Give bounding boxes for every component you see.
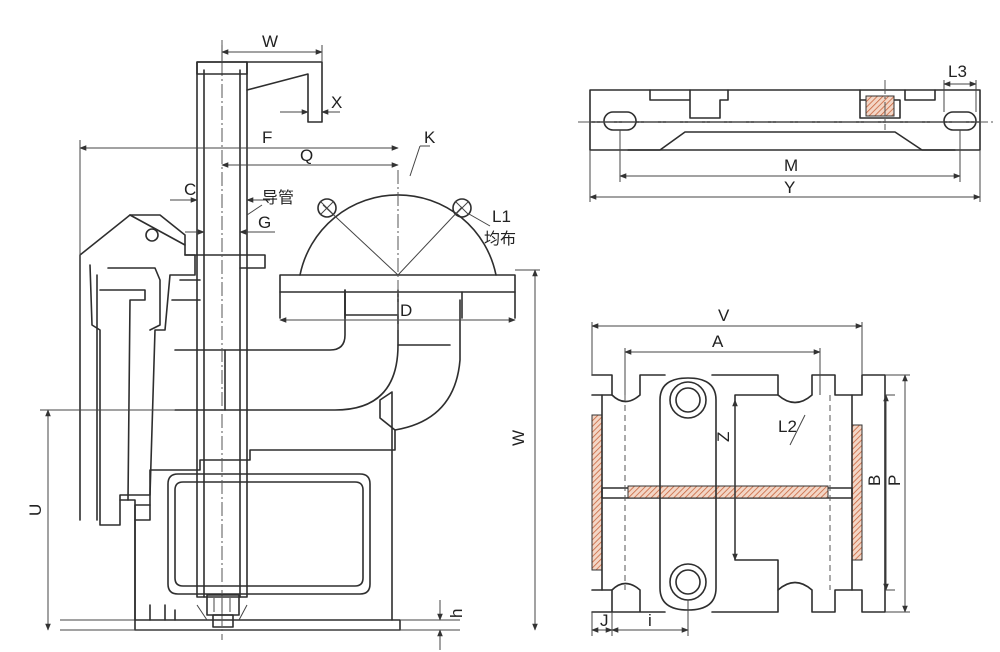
- label-l3: L3: [948, 62, 967, 81]
- label-i: i: [648, 611, 652, 630]
- base-plate: [60, 619, 460, 631]
- side-dimensions: [40, 140, 540, 650]
- bolt-hole: [317, 198, 337, 218]
- label-p: P: [885, 475, 904, 486]
- gate-body: [119, 391, 396, 621]
- guide-stem: [196, 40, 248, 640]
- label-h: h: [447, 609, 466, 618]
- label-x: X: [331, 93, 342, 112]
- label-w-side: W: [509, 430, 528, 446]
- label-y: Y: [784, 178, 795, 197]
- top-view: L3 M Y: [578, 62, 995, 202]
- lifting-frame: [79, 214, 266, 526]
- label-guide-pipe: 导管: [262, 188, 294, 207]
- label-l1: L1: [492, 207, 511, 226]
- label-g: G: [258, 213, 271, 232]
- elbow-pipe: [174, 289, 461, 431]
- bolt-hole: [452, 198, 472, 218]
- label-u: U: [26, 504, 45, 516]
- bottom-nut: [196, 594, 248, 628]
- link-hole-top: [669, 381, 707, 419]
- label-j: J: [600, 611, 609, 630]
- label-a: A: [712, 332, 724, 351]
- seal-strip-left: [591, 414, 603, 571]
- label-b: B: [865, 475, 884, 486]
- label-f: F: [262, 128, 272, 147]
- top-bracket: [221, 45, 340, 123]
- label-v: V: [718, 306, 730, 325]
- label-z: Z: [714, 432, 733, 442]
- bolt-circle: [299, 145, 497, 330]
- label-d: D: [400, 301, 412, 320]
- label-k: K: [424, 128, 436, 147]
- label-c: C: [184, 180, 196, 199]
- label-evenly: 均布: [484, 229, 516, 248]
- label-w-top: W: [262, 32, 278, 51]
- seal-strip-right: [851, 424, 863, 561]
- side-view: W X F Q K C 导管 G L1 均布 D W U h: [26, 32, 540, 650]
- label-l2: L2: [778, 417, 797, 436]
- pivot-pin: [145, 228, 159, 242]
- label-q: Q: [300, 146, 313, 165]
- label-m: M: [784, 156, 798, 175]
- front-view: V A L2 Z B P J i: [591, 306, 910, 636]
